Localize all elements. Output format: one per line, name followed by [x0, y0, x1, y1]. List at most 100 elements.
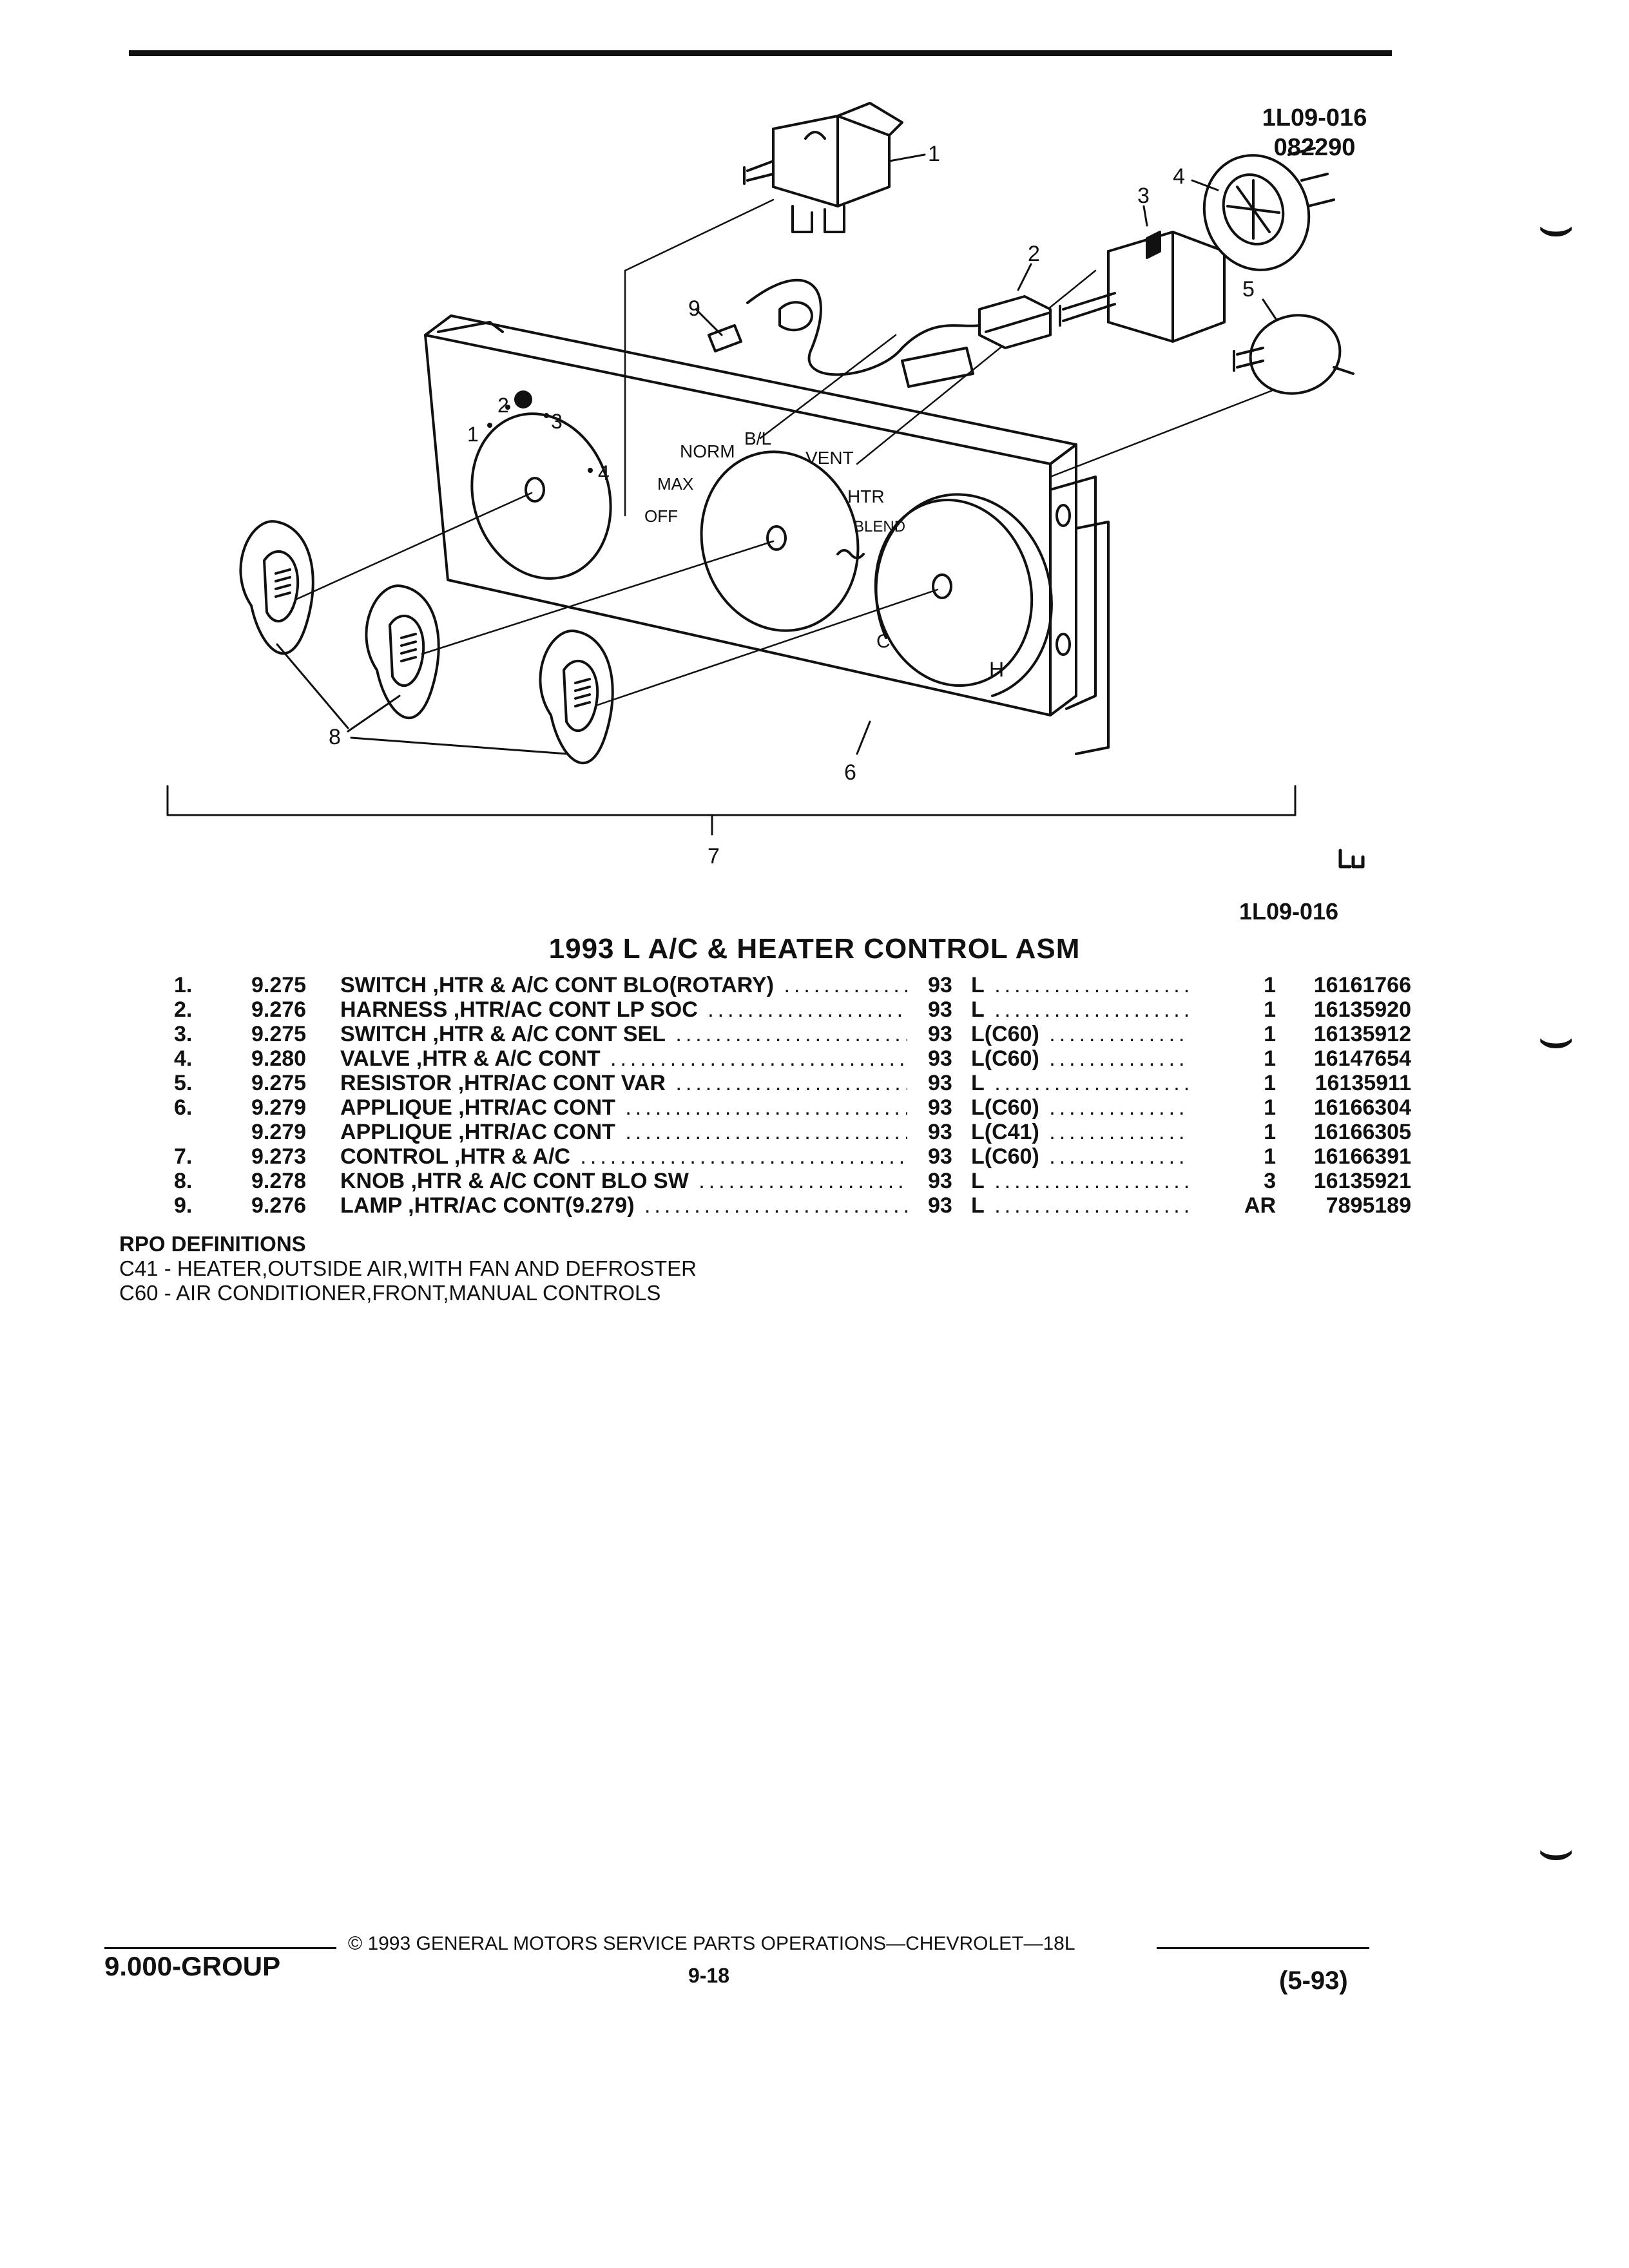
- callout-4: 4: [1173, 164, 1185, 189]
- blower-label-1: 1: [467, 423, 479, 446]
- part-number: 16147654: [1313, 1046, 1411, 1071]
- item-number: 4.: [174, 1046, 193, 1071]
- part-description: LAMP ,HTR/AC CONT(9.279) ...............…: [340, 1193, 907, 1218]
- item-number: 3.: [174, 1022, 193, 1046]
- margin-mark: ⌣: [1537, 1006, 1576, 1070]
- gm-logo-mark: [1338, 849, 1365, 869]
- part-description-text: KNOB ,HTR & A/C CONT BLO SW: [340, 1169, 689, 1193]
- series-rpo: L(C60) .................................…: [971, 1046, 1190, 1071]
- part-description-text: APPLIQUE ,HTR/AC CONT: [340, 1120, 615, 1144]
- leader-dots: ........................................…: [610, 1046, 907, 1071]
- quantity: 1: [1264, 1046, 1276, 1071]
- series-rpo: L(C60) .................................…: [971, 1144, 1190, 1169]
- model-year: 93: [928, 1046, 952, 1071]
- group-number: 9.276: [251, 1193, 307, 1218]
- quantity: 1: [1264, 997, 1276, 1022]
- mode-label-blend: BLEND: [854, 518, 905, 535]
- temp-label-c: C: [876, 631, 891, 652]
- mode-label-max: MAX: [657, 474, 693, 494]
- margin-mark: ⌣: [1537, 194, 1576, 258]
- series-rpo: L ......................................…: [971, 997, 1190, 1022]
- mode-label-norm: NORM: [680, 441, 735, 461]
- blower-label-3: 3: [551, 410, 563, 433]
- part-description: RESISTOR ,HTR/AC CONT VAR ..............…: [340, 1071, 907, 1095]
- leader-dots: ........................................…: [644, 1193, 907, 1218]
- leader-dots: ........................................…: [580, 1144, 907, 1169]
- rpo-def-c60: C60 - AIR CONDITIONER,FRONT,MANUAL CONTR…: [119, 1281, 661, 1305]
- leader-dots: ........................................…: [994, 997, 1190, 1022]
- fan-symbol: [514, 390, 532, 408]
- leader-dots: ........................................…: [994, 1169, 1190, 1193]
- part-number: 16166305: [1313, 1120, 1411, 1144]
- group-number: 9.275: [251, 1071, 307, 1095]
- callout-numbers: 1 2 3 4 5 6 7 8 9: [329, 142, 1255, 869]
- part-number: 16135912: [1313, 1022, 1411, 1046]
- series-rpo-text: L(C60): [971, 1095, 1039, 1120]
- part-number: 16135921: [1313, 1169, 1411, 1193]
- page-number: 9-18: [688, 1964, 730, 1987]
- series-rpo: L ......................................…: [971, 1193, 1190, 1218]
- mode-dial: NORM B/L VENT MAX HTR OFF BLEND: [644, 428, 905, 632]
- part-harness: [746, 278, 1052, 388]
- leader-dots: ........................................…: [675, 1022, 907, 1046]
- item-number: 1.: [174, 973, 193, 997]
- series-rpo-text: L(C41): [971, 1120, 1039, 1144]
- defrost-icon: [836, 549, 865, 559]
- group-number: 9.279: [251, 1120, 307, 1144]
- quantity: 1: [1264, 1071, 1276, 1095]
- blower-dial: 1 2 3 4: [467, 390, 612, 580]
- leader-dots: ........................................…: [708, 997, 907, 1022]
- item-number: 7.: [174, 1144, 193, 1169]
- model-year: 93: [928, 1144, 952, 1169]
- mode-label-vent: VENT: [805, 448, 854, 468]
- leader-dots: ........................................…: [994, 1071, 1190, 1095]
- item-number: 9.: [174, 1193, 193, 1218]
- item-number: 2.: [174, 997, 193, 1022]
- part-description: SWITCH ,HTR & A/C CONT BLO(ROTARY) .....…: [340, 973, 907, 997]
- rpo-definitions: RPO DEFINITIONS C41 - HEATER,OUTSIDE AIR…: [119, 1232, 697, 1305]
- series-rpo: L ......................................…: [971, 973, 1190, 997]
- callout-6: 6: [844, 760, 856, 785]
- callout-2: 2: [1028, 242, 1040, 266]
- figure-id-bottom: 1L09-016: [1239, 898, 1339, 925]
- quantity: 1: [1264, 1144, 1276, 1169]
- callout-8: 8: [329, 725, 341, 749]
- quantity: 1: [1264, 973, 1276, 997]
- model-year: 93: [928, 1120, 952, 1144]
- group-number: 9.275: [251, 1022, 307, 1046]
- part-resistor: [1233, 314, 1354, 395]
- quantity: 1: [1264, 1095, 1276, 1120]
- part-number: 7895189: [1325, 1193, 1411, 1218]
- series-rpo-text: L: [971, 1169, 985, 1193]
- rpo-heading: RPO DEFINITIONS: [119, 1232, 306, 1256]
- model-year: 93: [928, 1169, 952, 1193]
- part-description-text: VALVE ,HTR & A/C CONT: [340, 1046, 601, 1071]
- knob-middle: [365, 584, 440, 720]
- part-description: SWITCH ,HTR & A/C CONT SEL .............…: [340, 1022, 907, 1046]
- part-lamp: [708, 301, 813, 352]
- series-rpo-text: L: [971, 1193, 985, 1218]
- parts-list: 1. 9.275 SWITCH ,HTR & A/C CONT BLO(ROTARY…: [174, 973, 1431, 1244]
- leader-dots: ........................................…: [1049, 1120, 1190, 1144]
- figure-id-number: 1L09-016: [1262, 104, 1367, 131]
- series-rpo: L(C41) .................................…: [971, 1120, 1190, 1144]
- part-description-text: APPLIQUE ,HTR/AC CONT: [340, 1095, 615, 1120]
- part-description: CONTROL ,HTR & A/C .....................…: [340, 1144, 907, 1169]
- model-year: 93: [928, 1095, 952, 1120]
- leader-dots: ........................................…: [994, 973, 1190, 997]
- knob-right: [539, 629, 614, 765]
- callout-5: 5: [1242, 277, 1255, 302]
- part-description-text: HARNESS ,HTR/AC CONT LP SOC: [340, 997, 698, 1022]
- part-description-text: SWITCH ,HTR & A/C CONT BLO(ROTARY): [340, 973, 774, 997]
- series-rpo-text: L: [971, 973, 985, 997]
- series-rpo-text: L: [971, 997, 985, 1022]
- page-title: 1993 L A/C & HEATER CONTROL ASM: [548, 933, 1081, 965]
- mode-label-htr: HTR: [847, 486, 885, 506]
- quantity: 1: [1264, 1022, 1276, 1046]
- footer-copyright: © 1993 GENERAL MOTORS SERVICE PARTS OPER…: [348, 1933, 1075, 1954]
- part-description-text: CONTROL ,HTR & A/C: [340, 1144, 570, 1169]
- footer-date-code: (5-93): [1279, 1966, 1348, 1995]
- footer-group: 9.000-GROUP: [104, 1951, 281, 1981]
- blower-label-2: 2: [497, 394, 509, 417]
- mode-label-off: OFF: [644, 506, 678, 526]
